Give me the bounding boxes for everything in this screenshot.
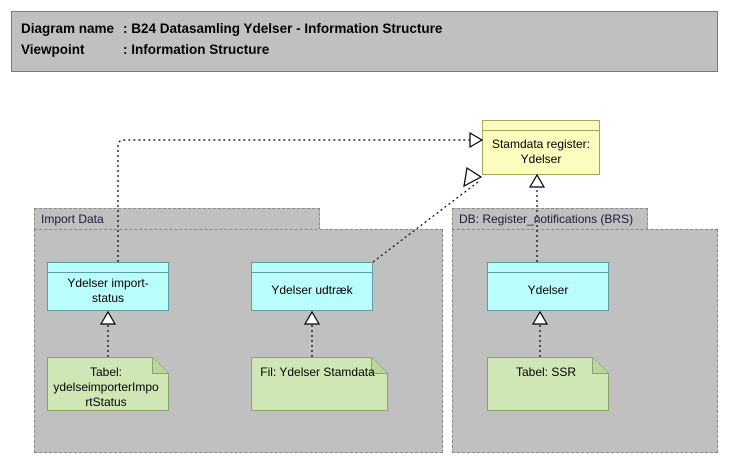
node-header-band [488,263,608,273]
viewpoint-label: Viewpoint [21,42,85,57]
node-label: Ydelser [527,283,569,297]
group-import-data[interactable]: Import Data [34,208,443,453]
artifact-tabel-ydelseimporter-importstatus[interactable]: Tabel: ydelseimporterImpo rtStatus [47,357,169,411]
artifact-label: Tabel: SSR [515,365,577,379]
group-db-register-notifications-tab: DB: Register_notifications (BRS) [452,208,648,230]
viewpoint-value: Information Structure [131,42,270,57]
artifact-shape [487,357,609,411]
group-import-data-tab: Import Data [34,208,320,230]
artifact-shape [251,357,388,411]
diagram-name-row: Diagram name : B24 Datasamling Ydelser -… [21,18,717,39]
artifact-tabel-ssr[interactable]: Tabel: SSR [487,357,609,411]
viewpoint-row: Viewpoint : Information Structure [21,39,717,60]
viewpoint-separator: : [123,42,132,57]
artifact-fil-ydelser-stamdata[interactable]: Fil: Ydelser Stamdata [251,357,388,411]
diagram-name-label: Diagram name [21,21,115,36]
group-db-register-notifications[interactable]: DB: Register_notifications (BRS) [452,208,718,453]
node-ydelser-udtraek[interactable]: Ydelser udtræk [251,262,373,311]
artifact-label: Fil: Ydelser Stamdata [260,365,375,379]
node-ydelser-import-status[interactable]: Ydelser import- status [47,262,169,311]
node-label: Ydelser import- status [67,275,149,305]
artifact-shape [47,357,169,411]
node-stamdata-register-ydelser[interactable]: Stamdata register: Ydelser [482,120,600,175]
artifact-label: Tabel: ydelseimporterImpo rtStatus [53,365,159,409]
diagram-header: Diagram name : B24 Datasamling Ydelser -… [11,11,718,72]
node-label: Stamdata register: Ydelser [491,136,591,166]
node-ydelser-db[interactable]: Ydelser [487,262,609,311]
diagram-name-separator: : [123,21,132,36]
node-header-band [483,121,599,131]
node-header-band [252,263,372,273]
diagram-name-value: B24 Datasamling Ydelser - Information St… [131,21,443,36]
node-header-band [48,263,168,273]
node-label: Ydelser udtræk [271,283,353,297]
